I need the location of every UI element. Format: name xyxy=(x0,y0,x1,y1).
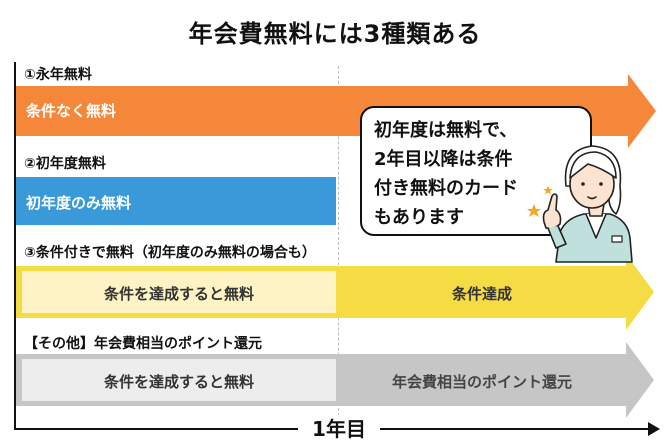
pale-yellow-segment xyxy=(22,271,336,313)
light-gray-segment xyxy=(22,359,336,401)
bar-label-points-refund: 年会費相当のポイント還元 xyxy=(391,373,572,391)
speech-bubble-text: 初年度は無料で、 2年目以降は条件 付き無料のカード もあります xyxy=(374,116,584,232)
bar-label-unconditional-free: 条件なく無料 xyxy=(26,102,117,120)
section-label-conditional-free: ③条件付きで無料（初年度のみ無料の場合も） xyxy=(24,245,316,261)
axis-label-year-one: 1年目 xyxy=(298,415,380,443)
section-label-other-points: 【その他】年会費相当のポイント還元 xyxy=(24,336,262,352)
bubble-line-4: もあります xyxy=(374,207,464,228)
vertical-axis xyxy=(14,62,16,430)
bar-label-achieve-condition-free: 条件を達成すると無料 xyxy=(103,285,254,303)
bubble-line-3: 付き無料のカード xyxy=(374,178,518,199)
diagram-title: 年会費無料には3種類ある xyxy=(188,20,482,48)
section-label-lifetime-free: ①永年無料 xyxy=(24,67,92,83)
section-label-first-year-free: ②初年度無料 xyxy=(24,156,106,172)
blue-bar xyxy=(16,177,336,225)
bar-label-first-year-only: 初年度のみ無料 xyxy=(26,194,132,212)
bubble-line-2: 2年目以降は条件 xyxy=(374,149,513,170)
year-one-divider xyxy=(338,66,339,416)
bar-label-achieve-condition-free-2: 条件を達成すると無料 xyxy=(103,373,254,391)
bar-label-condition-achieved: 条件達成 xyxy=(451,285,512,303)
axis-arrowhead xyxy=(648,422,660,436)
bubble-line-1: 初年度は無料で、 xyxy=(374,120,518,141)
